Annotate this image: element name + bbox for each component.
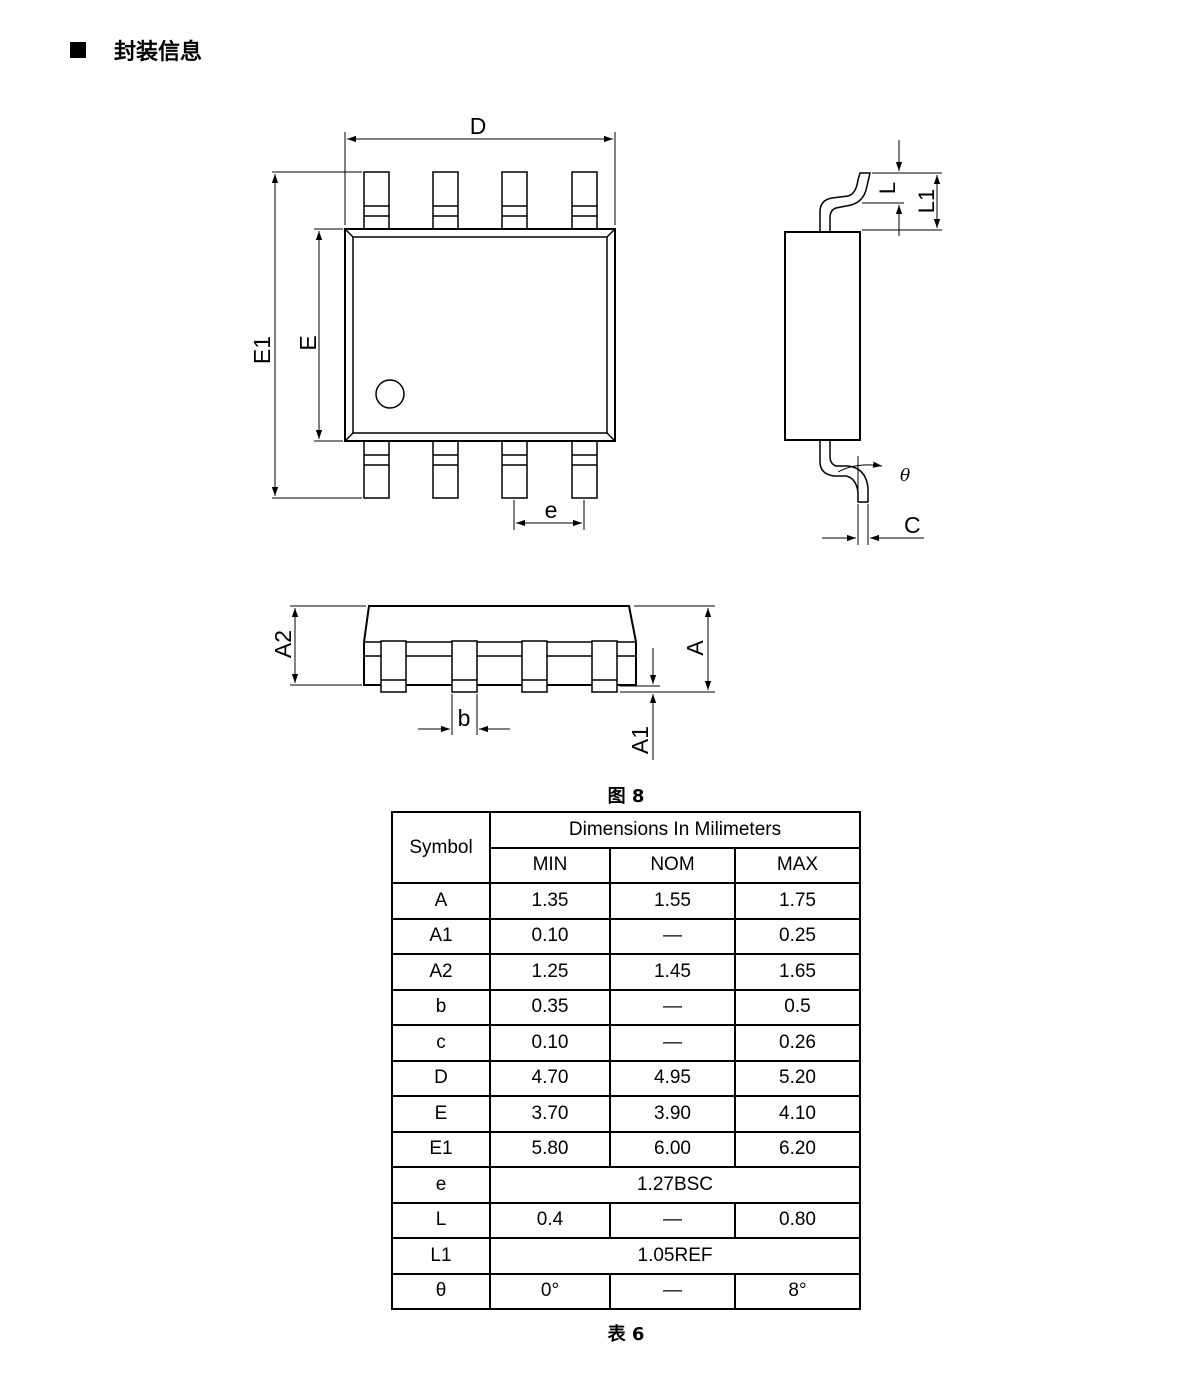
cell-min: 0.35: [489, 988, 611, 1026]
label-A2: A2: [270, 630, 296, 658]
label-b: b: [458, 705, 471, 731]
col-min-header: MIN: [489, 846, 611, 884]
label-theta: θ: [900, 466, 910, 486]
cell-symbol: A2: [391, 953, 491, 991]
section-title: 封装信息: [114, 40, 203, 65]
dimensions-table: Symbol Dimensions In Milimeters MIN NOM …: [391, 811, 861, 1310]
table-header-row: Symbol Dimensions In Milimeters: [391, 811, 861, 884]
cell-nom: 6.00: [609, 1130, 736, 1168]
cell-span-value: 1.05REF: [489, 1237, 861, 1275]
package-outline-drawing: D E1 E e L L1 θ C: [249, 113, 942, 760]
cell-max: 1.65: [734, 953, 861, 991]
cell-span-value: 1.27BSC: [489, 1166, 861, 1204]
cell-min: 4.70: [489, 1059, 611, 1097]
front-view: [290, 605, 715, 760]
cell-min: 0.10: [489, 917, 611, 955]
pin1-marker-icon: [375, 379, 405, 409]
cell-symbol: E1: [391, 1130, 491, 1168]
label-L: L: [875, 182, 900, 194]
cell-symbol: c: [391, 1024, 491, 1062]
cell-symbol: L1: [391, 1237, 491, 1275]
dimensions-group-header: Dimensions In Milimeters: [489, 811, 861, 849]
cell-symbol: D: [391, 1059, 491, 1097]
cell-symbol: A: [391, 882, 491, 920]
top-pins: [363, 171, 598, 230]
cell-nom: —: [609, 1272, 736, 1310]
cell-max: 6.20: [734, 1130, 861, 1168]
label-E1: E1: [249, 336, 275, 364]
top-view: [271, 132, 616, 530]
cell-min: 0°: [489, 1272, 611, 1310]
cell-nom: —: [609, 988, 736, 1026]
cell-nom: 1.55: [609, 882, 736, 920]
cell-max: 0.26: [734, 1024, 861, 1062]
cell-symbol: b: [391, 988, 491, 1026]
cell-symbol: e: [391, 1166, 491, 1204]
symbol-header: Symbol: [391, 811, 491, 884]
section-header: 封装信息: [70, 34, 202, 66]
cell-nom: 4.95: [609, 1059, 736, 1097]
cell-nom: 1.45: [609, 953, 736, 991]
label-L1: L1: [914, 189, 939, 213]
cell-max: 0.5: [734, 988, 861, 1026]
col-max-header: MAX: [734, 846, 861, 884]
label-D: D: [470, 113, 487, 139]
square-bullet-icon: [70, 42, 86, 58]
label-C: C: [904, 512, 921, 538]
cell-max: 1.75: [734, 882, 861, 920]
cell-min: 3.70: [489, 1095, 611, 1133]
figure-caption: 图 8: [607, 786, 645, 807]
table-subheader-row: MIN NOM MAX: [392, 846, 861, 884]
cell-max: 8°: [734, 1272, 861, 1310]
cell-max: 0.25: [734, 917, 861, 955]
cell-min: 1.25: [489, 953, 611, 991]
cell-max: 4.10: [734, 1095, 861, 1133]
label-e: e: [545, 497, 558, 523]
cell-symbol: θ: [391, 1272, 491, 1310]
label-E: E: [295, 335, 321, 350]
cell-max: 5.20: [734, 1059, 861, 1097]
cell-min: 0.10: [489, 1024, 611, 1062]
cell-nom: —: [609, 1024, 736, 1062]
cell-symbol: E: [391, 1095, 491, 1133]
cell-nom: —: [609, 1201, 736, 1239]
cell-symbol: A1: [391, 917, 491, 955]
cell-min: 1.35: [489, 882, 611, 920]
table-caption: 表 6: [607, 1324, 645, 1345]
cell-symbol: L: [391, 1201, 491, 1239]
side-view: [784, 140, 942, 545]
cell-nom: 3.90: [609, 1095, 736, 1133]
col-nom-header: NOM: [609, 846, 736, 884]
cell-min: 0.4: [489, 1201, 611, 1239]
cell-min: 5.80: [489, 1130, 611, 1168]
label-A: A: [682, 640, 708, 656]
cell-max: 0.80: [734, 1201, 861, 1239]
cell-nom: —: [609, 917, 736, 955]
label-A1: A1: [627, 726, 653, 754]
bottom-pins: [363, 440, 598, 499]
